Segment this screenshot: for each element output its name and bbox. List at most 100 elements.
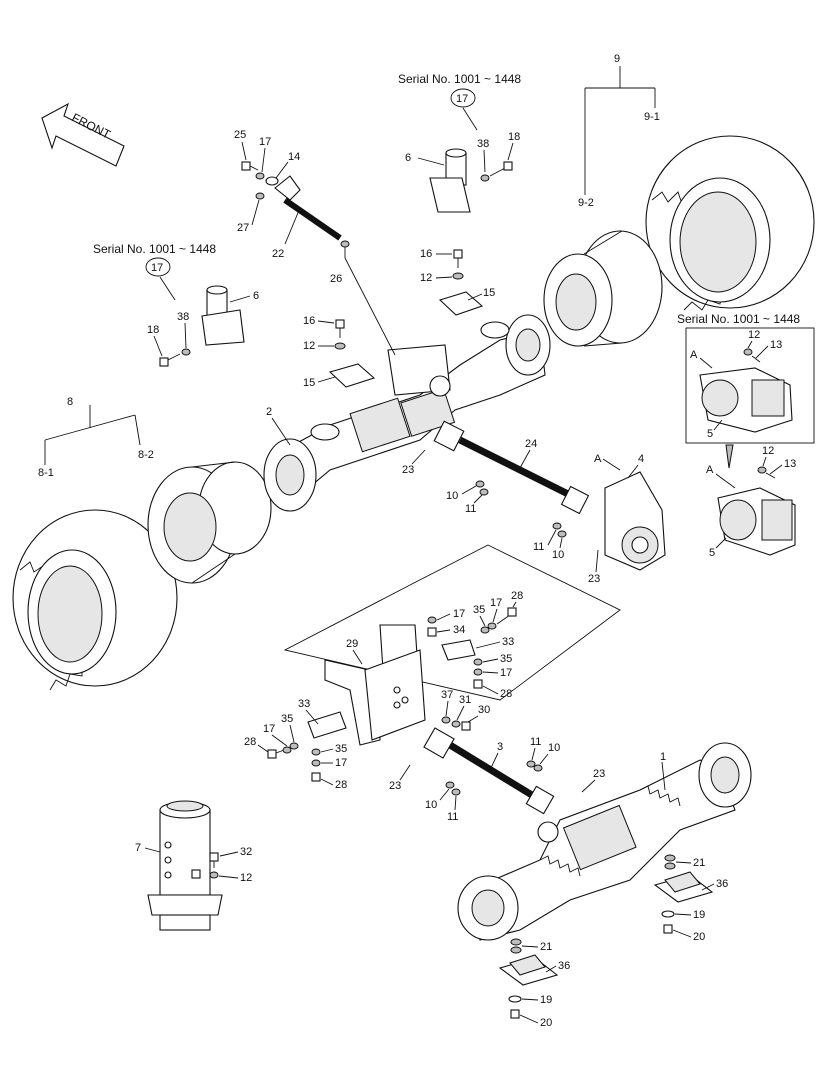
swivel-joint-7 <box>147 800 223 931</box>
callout-12: 12 <box>240 872 252 884</box>
bolt-16-top <box>452 249 464 280</box>
bolt-18-top <box>480 161 513 182</box>
callout-36: 36 <box>558 960 570 972</box>
rear-axle-1 <box>457 742 752 941</box>
callout-3: 3 <box>497 741 503 753</box>
callout-35: 35 <box>473 604 485 616</box>
arrow-down-icon <box>725 444 734 469</box>
tire-8-1 <box>12 509 178 691</box>
gearbox-4 <box>604 471 666 571</box>
bracket-33-right <box>441 639 476 661</box>
callout-36: 36 <box>716 878 728 890</box>
callout-17: 17 <box>259 136 271 148</box>
callout-38: 38 <box>177 311 189 323</box>
serial-note-top: Serial No. 1001 ~ 1448 <box>398 72 521 86</box>
callout-35: 35 <box>281 713 293 725</box>
callout-28: 28 <box>335 779 347 791</box>
callout-9-1: 9-1 <box>644 111 660 123</box>
bolt-18-left <box>159 348 191 367</box>
rim-9-2 <box>543 230 663 347</box>
callout-16: 16 <box>303 315 315 327</box>
callout-33: 33 <box>298 698 310 710</box>
callout-18: 18 <box>508 131 520 143</box>
callout-12: 12 <box>748 329 760 341</box>
front-axle-2 <box>263 314 551 512</box>
assembly-group-outline <box>283 544 621 701</box>
ref-circle-17-left <box>145 257 171 277</box>
callout-8-2: 8-2 <box>138 449 154 461</box>
ref-circle-17-top <box>450 88 476 108</box>
tire-9-1 <box>645 135 815 311</box>
front-arrow-icon: FRONT <box>41 102 125 167</box>
callout-10: 10 <box>425 799 437 811</box>
bolt-34 <box>427 616 437 637</box>
callout-19: 19 <box>540 994 552 1006</box>
callout-23: 23 <box>389 780 401 792</box>
callout-17: 17 <box>335 757 347 769</box>
sensor-6-left <box>201 285 245 346</box>
callout-13: 13 <box>784 458 796 470</box>
mount-36-bottom <box>498 938 559 1019</box>
callout-12: 12 <box>420 272 432 284</box>
callout-10: 10 <box>552 549 564 561</box>
callout-37: 37 <box>441 689 453 701</box>
callout-22: 22 <box>272 248 284 260</box>
drive-shaft-3 <box>423 727 555 815</box>
callout-17: 17 <box>490 597 502 609</box>
bolt-28-top <box>480 607 517 634</box>
callout-16: 16 <box>420 248 432 260</box>
callout-8-1: 8-1 <box>38 467 54 479</box>
bolt-28-left <box>267 742 299 759</box>
callout-28: 28 <box>500 688 512 700</box>
bracket-33-left <box>307 711 347 739</box>
bolt-32 <box>209 852 219 879</box>
callout-1: 1 <box>660 751 666 763</box>
callout-27: 27 <box>237 222 249 234</box>
callout-13: 13 <box>770 339 782 351</box>
callout-17: 17 <box>456 93 468 105</box>
callout-18: 18 <box>147 324 159 336</box>
callout-2: 2 <box>266 406 272 418</box>
callout-25: 25 <box>234 129 246 141</box>
detail-frame-view-a <box>685 327 815 444</box>
serial-note-left: Serial No. 1001 ~ 1448 <box>93 242 216 256</box>
sensor-6-top <box>429 148 471 213</box>
callout-38: 38 <box>477 138 489 150</box>
callout-11: 11 <box>533 541 544 553</box>
view-a-label: A <box>706 464 714 476</box>
shim-plate-15-left <box>328 363 376 388</box>
callout-21: 21 <box>693 857 705 869</box>
callout-6: 6 <box>253 290 259 302</box>
callout-8: 8 <box>67 396 73 408</box>
callout-6: 6 <box>405 152 411 164</box>
callout-9: 9 <box>614 53 620 65</box>
callout-11: 11 <box>530 736 541 748</box>
motor-5 <box>717 487 796 556</box>
serial-note-right: Serial No. 1001 ~ 1448 <box>677 312 800 326</box>
callout-30: 30 <box>478 704 490 716</box>
callout-35: 35 <box>335 743 347 755</box>
callout-34: 34 <box>453 624 465 636</box>
callout-28: 28 <box>511 590 523 602</box>
callout-7: 7 <box>135 842 141 854</box>
callout-15: 15 <box>483 287 495 299</box>
callout-20: 20 <box>693 931 705 943</box>
callout-31: 31 <box>459 694 471 706</box>
callout-11: 11 <box>465 503 476 515</box>
callout-12: 12 <box>762 445 774 457</box>
callout-17: 17 <box>453 608 465 620</box>
callout-10: 10 <box>446 490 458 502</box>
callout-21: 21 <box>540 941 552 953</box>
mounting-bracket-29 <box>324 624 426 746</box>
callout-11: 11 <box>447 811 458 823</box>
callout-10: 10 <box>548 742 560 754</box>
drive-shaft-24 <box>433 420 590 515</box>
rim-8-2 <box>147 461 272 584</box>
view-a-label: A <box>594 453 602 465</box>
callout-17: 17 <box>263 723 275 735</box>
bolt-16-left <box>334 319 346 350</box>
callout-5: 5 <box>709 547 715 559</box>
callout-32: 32 <box>240 846 252 858</box>
callout-29: 29 <box>346 638 358 650</box>
